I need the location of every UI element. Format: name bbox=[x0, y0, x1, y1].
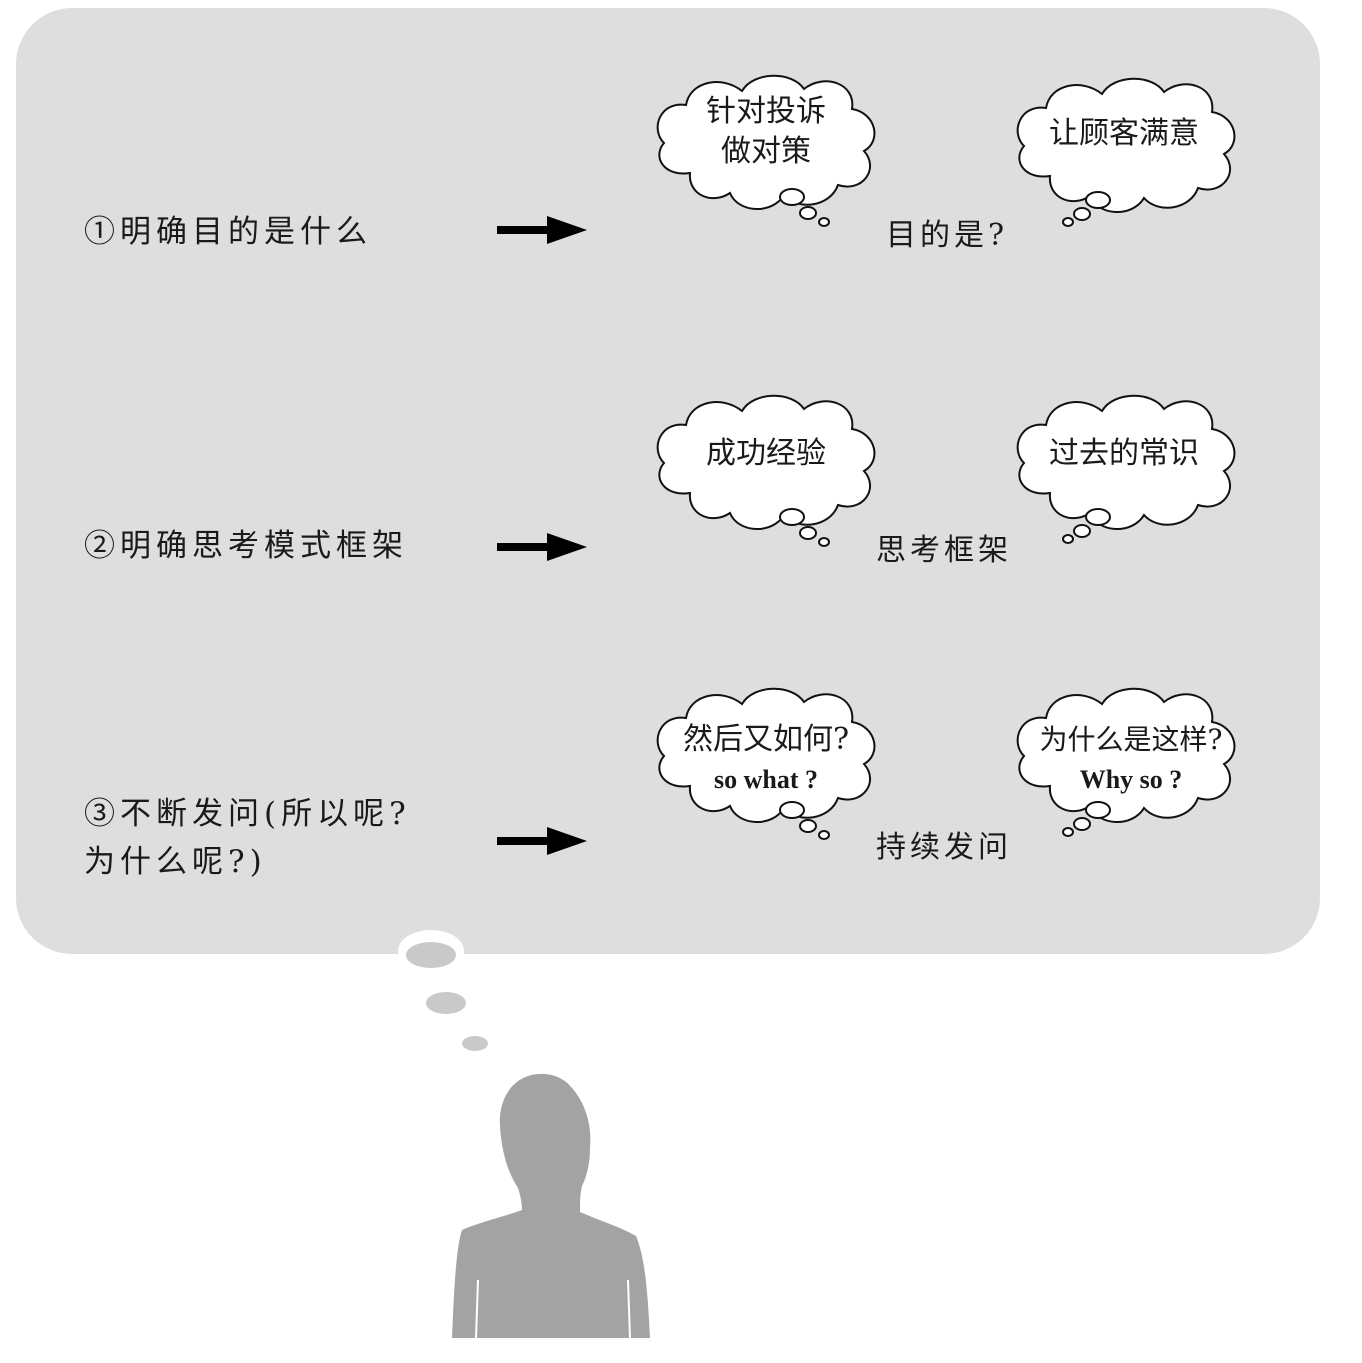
step-2-caption: 思考框架 bbox=[876, 533, 1012, 568]
step-2-right-cloud-text: 过去的常识 bbox=[1024, 434, 1224, 474]
cloud-text-line: Why so ? bbox=[1079, 765, 1183, 794]
right-arrow-icon bbox=[497, 216, 587, 244]
step-1-left-cloud-text: 针对投诉 做对策 bbox=[666, 92, 866, 172]
thought-trail-dot bbox=[462, 1036, 488, 1051]
thought-trail-dot bbox=[406, 942, 456, 968]
step-3-left-cloud-text: 然后又如何? so what ? bbox=[656, 720, 876, 800]
thought-trail-dot bbox=[426, 992, 466, 1014]
step-1-label-line: ①明确目的是什么 bbox=[84, 214, 372, 250]
step-3-label: ③不断发问(所以呢? 为什么呢?) bbox=[84, 790, 411, 886]
thought-cloud-icon bbox=[656, 394, 876, 547]
step-2-label-line: ②明确思考模式框架 bbox=[84, 528, 408, 564]
cloud-text-line: 成功经验 bbox=[706, 436, 826, 471]
cloud-text-line: 让顾客满意 bbox=[1049, 116, 1199, 151]
cloud-text-line: 然后又如何? bbox=[682, 722, 850, 757]
thought-cloud-icon bbox=[1016, 687, 1236, 837]
step-1-caption: 目的是? bbox=[886, 218, 1009, 253]
step-3-label-line: 为什么呢?) bbox=[84, 844, 267, 880]
cloud-text-line: 针对投诉 bbox=[706, 94, 826, 129]
step-3-label-line: ③不断发问(所以呢? bbox=[84, 796, 411, 832]
cloud-text-line: 做对策 bbox=[721, 134, 811, 169]
thought-cloud-icon bbox=[656, 74, 876, 227]
right-arrow-icon bbox=[497, 827, 587, 855]
step-3-caption: 持续发问 bbox=[876, 830, 1012, 865]
cloud-text-line: so what ? bbox=[713, 765, 818, 794]
step-3-right-cloud-text: 为什么是这样? Why so ? bbox=[1016, 720, 1246, 800]
cloud-text-line: 过去的常识 bbox=[1049, 436, 1199, 471]
person-silhouette-icon bbox=[452, 1073, 650, 1339]
step-2-left-cloud-text: 成功经验 bbox=[666, 434, 866, 474]
thought-cloud-icon bbox=[1016, 77, 1236, 227]
thought-cloud-icon bbox=[1016, 394, 1236, 544]
step-1-label: ①明确目的是什么 bbox=[84, 208, 372, 256]
step-2-label: ②明确思考模式框架 bbox=[84, 522, 408, 570]
thought-cloud-icon bbox=[656, 687, 876, 840]
cloud-text-line: 为什么是这样? bbox=[1039, 723, 1223, 756]
right-arrow-icon bbox=[497, 533, 587, 561]
step-1-right-cloud-text: 让顾客满意 bbox=[1024, 114, 1224, 154]
